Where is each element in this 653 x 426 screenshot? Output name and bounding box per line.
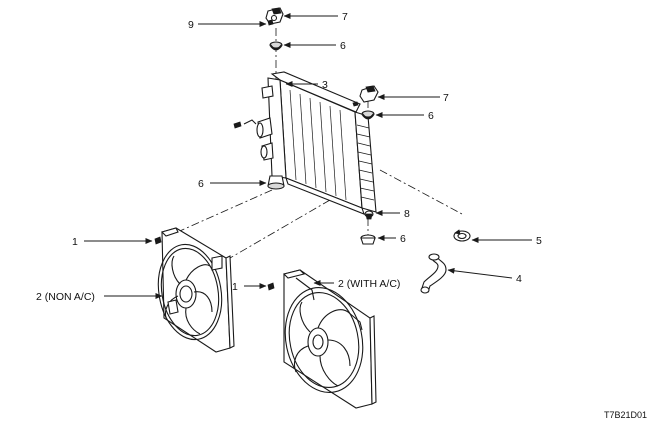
callout-7-right: 7 [443,92,449,104]
leader-lines [84,13,532,299]
fan-shroud-with-ac [267,269,377,409]
callout-7-top: 7 [342,11,348,23]
callout-4: 4 [516,273,522,285]
figure-code: T7B21D01 [604,410,647,420]
upper-mount-bracket-right [352,85,379,107]
callout-1-left: 1 [72,236,78,248]
bolt-9 [267,19,274,26]
callout-8: 8 [404,208,410,220]
callout-5: 5 [536,235,542,247]
callout-6-top: 6 [340,40,346,52]
fan-shroud-non-ac [154,227,235,353]
radiator [233,71,377,215]
callout-2-non-ac: 2 (NON A/C) [36,291,95,303]
callout-6-bottom-left: 6 [198,178,204,190]
drain-plug [364,210,374,220]
callout-9: 9 [188,19,194,31]
upper-mount-bracket-top [265,7,284,25]
bushing-top [269,41,283,51]
callout-3: 3 [322,79,328,91]
bushing-bottom-right [360,234,376,245]
callout-2-with-ac: 2 (WITH A/C) [338,278,400,290]
bushing-bottom-left [267,175,285,190]
radiator-hose [420,253,447,294]
bushing-right [361,110,375,120]
callout-6-right: 6 [428,110,434,122]
callout-1-right: 1 [232,281,238,293]
callout-labels: 9 7 6 3 7 6 6 8 6 5 4 1 1 2 (NON A/C) 2 … [36,11,647,420]
callout-6-bottom-right: 6 [400,233,406,245]
hose-clamp [453,229,471,242]
